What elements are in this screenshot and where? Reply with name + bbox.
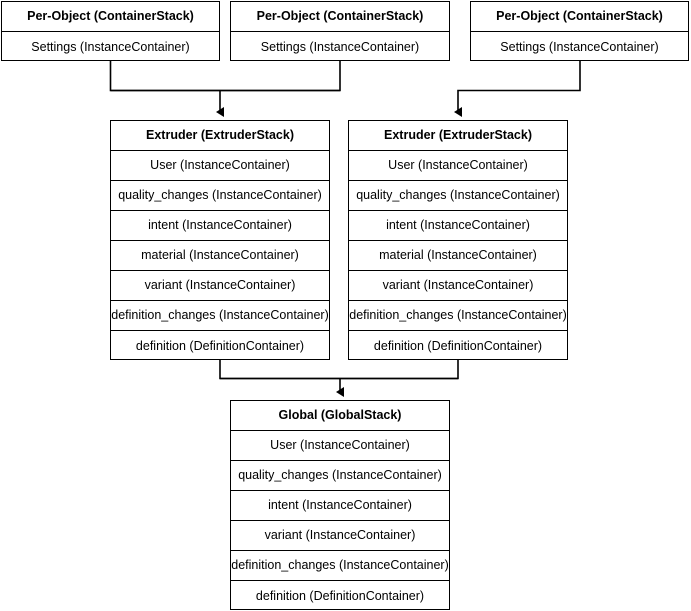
edge-extruder2-to-global: [220, 360, 459, 380]
node-row: Settings (InstanceContainer): [260, 39, 420, 54]
edge-perobject1-to-extruder1: [109, 61, 340, 92]
edge-perobject2-to-extruder1: [110, 61, 341, 92]
node-row: variant (InstanceContainer): [349, 271, 567, 301]
edge-perobject3-to-extruder2: [454, 61, 581, 117]
node-global[interactable]: Global (GlobalStack) User (InstanceConta…: [230, 400, 450, 610]
node-per-object-1[interactable]: Per-Object (ContainerStack) Settings (In…: [1, 1, 220, 61]
node-extruder-2[interactable]: Extruder (ExtruderStack) User (InstanceC…: [348, 120, 568, 360]
edge-extruder1-to-global: [219, 360, 458, 380]
node-row: Settings (InstanceContainer): [31, 39, 190, 54]
node-header: Per-Object (ContainerStack): [2, 2, 219, 32]
node-header: Per-Object (ContainerStack): [231, 2, 449, 32]
node-row: material (InstanceContainer): [349, 241, 567, 271]
node-row: variant (InstanceContainer): [111, 271, 329, 301]
node-row: User (InstanceContainer): [111, 151, 329, 181]
node-per-object-3[interactable]: Per-Object (ContainerStack) Settings (In…: [470, 1, 689, 61]
node-row: variant (InstanceContainer): [231, 521, 449, 551]
node-row: User (InstanceContainer): [231, 431, 449, 461]
node-row: intent (InstanceContainer): [231, 491, 449, 521]
node-header: Extruder (ExtruderStack): [111, 121, 329, 151]
node-row: definition_changes (InstanceContainer): [349, 301, 567, 331]
node-header: Extruder (ExtruderStack): [349, 121, 567, 151]
node-per-object-2[interactable]: Per-Object (ContainerStack) Settings (In…: [230, 1, 450, 61]
node-row: quality_changes (InstanceContainer): [231, 461, 449, 491]
node-row: material (InstanceContainer): [111, 241, 329, 271]
node-header: Global (GlobalStack): [231, 401, 449, 431]
node-extruder-1[interactable]: Extruder (ExtruderStack) User (InstanceC…: [110, 120, 330, 360]
node-row: intent (InstanceContainer): [349, 211, 567, 241]
node-row: Settings (InstanceContainer): [500, 39, 659, 54]
node-row: quality_changes (InstanceContainer): [349, 181, 567, 211]
node-row: quality_changes (InstanceContainer): [111, 181, 329, 211]
node-row: definition_changes (InstanceContainer): [231, 551, 449, 581]
node-row: definition (DefinitionContainer): [255, 588, 425, 603]
node-row: definition (DefinitionContainer): [373, 338, 543, 353]
node-row: User (InstanceContainer): [349, 151, 567, 181]
node-header: Per-Object (ContainerStack): [471, 2, 688, 32]
node-row: definition_changes (InstanceContainer): [111, 301, 329, 331]
node-row: definition (DefinitionContainer): [135, 338, 305, 353]
node-row: intent (InstanceContainer): [111, 211, 329, 241]
